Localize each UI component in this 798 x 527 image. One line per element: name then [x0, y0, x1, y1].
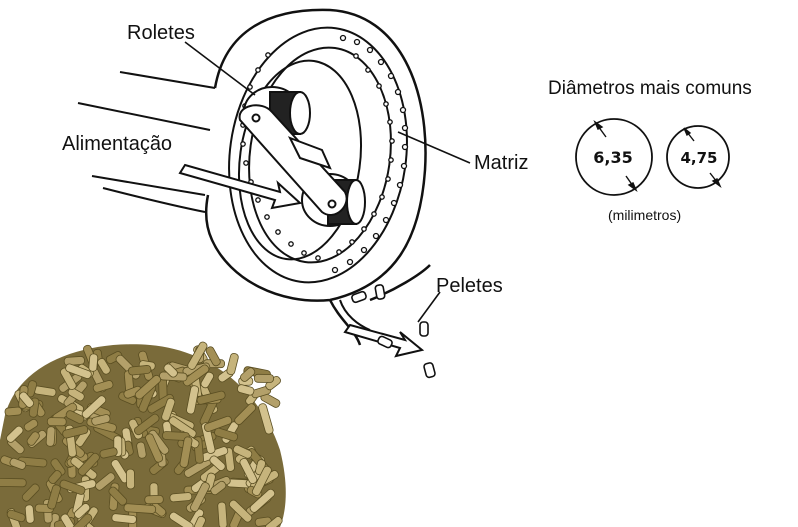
pellet — [218, 502, 228, 527]
label-peletes: Peletes — [436, 275, 503, 298]
pellet — [126, 469, 134, 489]
pellet — [226, 353, 239, 376]
diameter-value-large: 6,35 — [585, 148, 641, 167]
pellet — [145, 495, 164, 504]
pellet-pile — [0, 341, 286, 527]
feed-arrow — [180, 165, 300, 208]
pellet — [47, 418, 66, 426]
pellet — [25, 505, 35, 524]
diameter-value-small: 4,75 — [673, 149, 725, 167]
diameters-unit: (milimetros) — [608, 207, 681, 223]
label-matriz: Matriz — [474, 152, 528, 175]
label-roletes: Roletes — [127, 22, 195, 45]
pellet — [254, 374, 273, 382]
diameters-title: Diâmetros mais comuns — [548, 78, 752, 100]
pellet — [5, 407, 22, 416]
label-alimentacao: Alimentação — [62, 133, 172, 156]
pellet — [170, 492, 193, 502]
outlet — [340, 300, 422, 356]
pellet — [124, 504, 156, 514]
pellet — [89, 354, 98, 372]
pellet — [239, 366, 256, 383]
pellet — [46, 426, 55, 446]
pellet — [0, 478, 26, 487]
